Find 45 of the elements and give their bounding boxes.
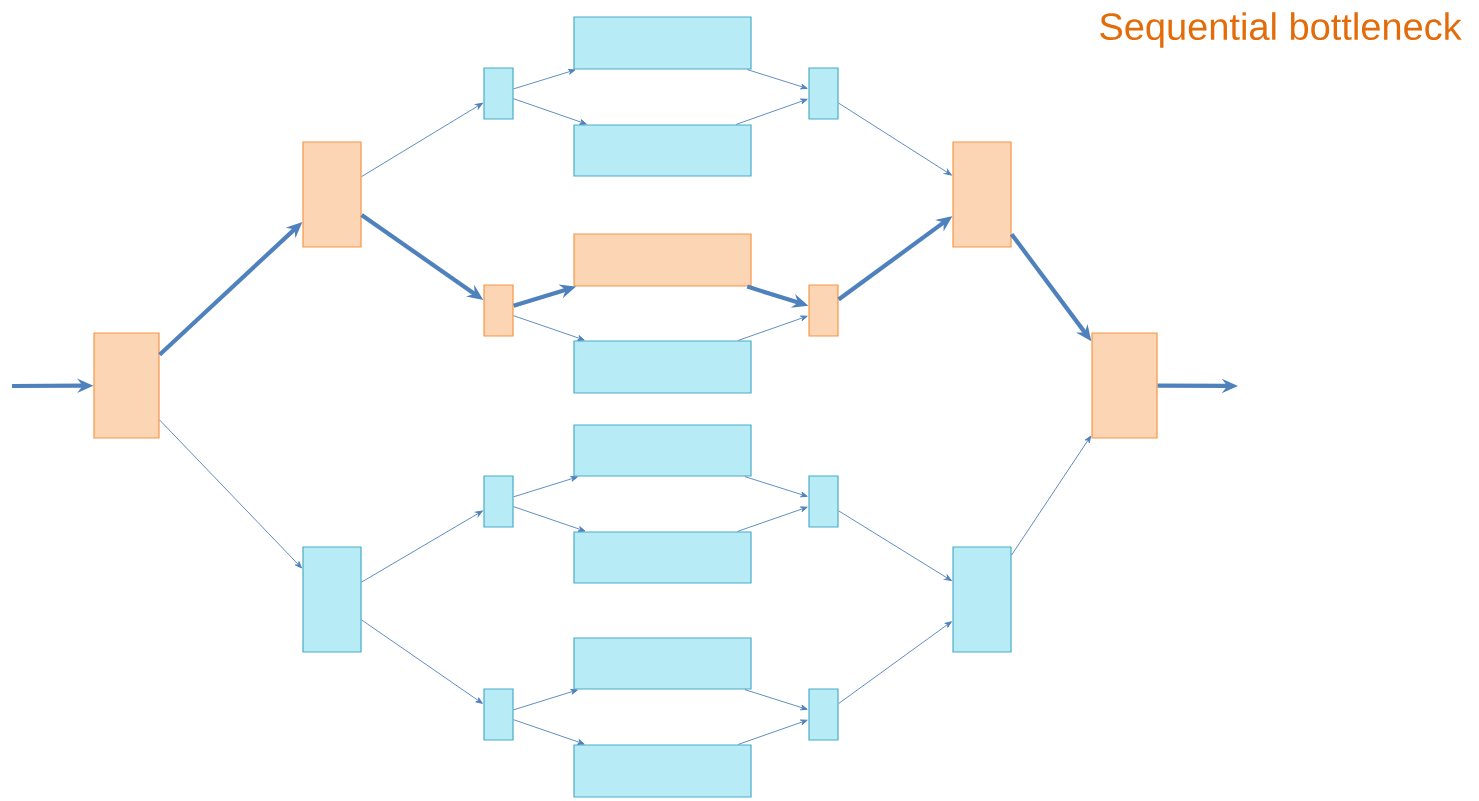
process-box xyxy=(808,284,839,337)
process-box xyxy=(573,531,752,584)
process-box xyxy=(483,67,514,120)
arrow xyxy=(838,102,952,176)
process-box xyxy=(808,67,839,120)
process-box xyxy=(573,16,752,70)
process-box xyxy=(93,332,160,439)
arrow xyxy=(744,476,808,498)
arrow xyxy=(513,69,576,90)
arrow xyxy=(513,506,586,532)
arrow xyxy=(746,69,808,90)
arrow xyxy=(513,315,585,341)
arrow xyxy=(737,506,808,532)
arrow xyxy=(838,510,952,582)
arrow xyxy=(737,315,808,341)
arrow xyxy=(513,98,587,125)
arrow xyxy=(744,689,808,711)
process-box xyxy=(573,637,752,690)
process-box xyxy=(573,424,752,477)
arrow xyxy=(513,476,578,498)
process-box xyxy=(573,340,752,394)
title: Sequential bottleneck xyxy=(1100,12,1462,48)
arrow xyxy=(735,98,808,125)
arrow xyxy=(361,102,483,178)
process-box xyxy=(302,546,362,653)
arrow xyxy=(361,619,483,704)
process-box xyxy=(573,124,752,177)
process-box xyxy=(573,744,752,798)
arrow xyxy=(737,719,808,745)
arrow xyxy=(513,689,578,711)
arrow xyxy=(1011,435,1092,556)
process-box xyxy=(952,141,1012,248)
process-box xyxy=(573,233,752,287)
arrow xyxy=(159,419,302,569)
process-box xyxy=(952,546,1012,653)
process-box xyxy=(1091,332,1158,439)
process-box xyxy=(808,475,839,528)
arrow xyxy=(513,719,585,745)
arrow xyxy=(361,510,483,583)
process-box xyxy=(808,688,839,741)
arrow xyxy=(838,621,952,704)
process-box xyxy=(483,475,514,528)
process-box xyxy=(483,284,514,337)
process-box xyxy=(302,141,362,248)
process-box xyxy=(483,688,514,741)
